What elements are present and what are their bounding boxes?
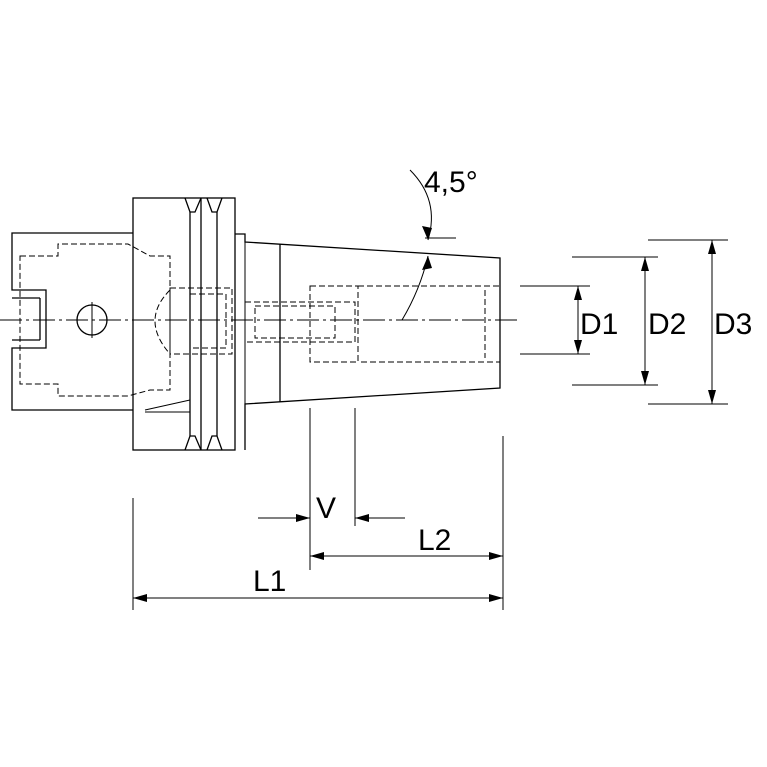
hsk-shank [11,232,171,411]
flange [132,197,236,451]
d3-label: D3 [714,308,752,341]
d1-label: D1 [580,308,618,341]
v-label: V [316,492,336,525]
angle-label: 4,5° [424,166,478,199]
angle-dimension: 4,5° [401,166,478,321]
l1-label: L1 [253,565,286,598]
length-dimensions: V L2 L1 [132,408,504,610]
l2-label: L2 [418,524,451,557]
diameter-dimensions: D1 D2 D3 [520,239,752,405]
tapered-body [154,233,501,450]
d2-label: D2 [648,308,686,341]
